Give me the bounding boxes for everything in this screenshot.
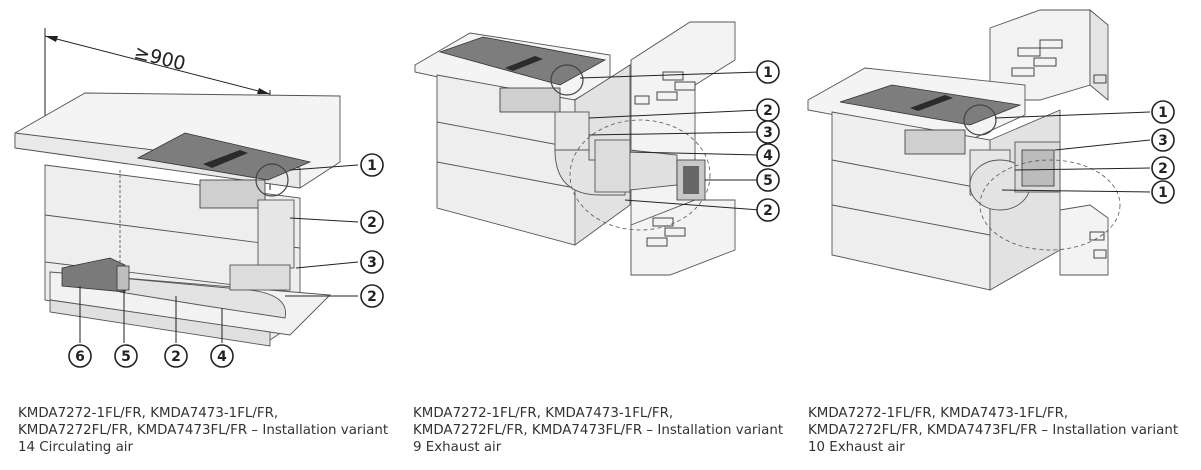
callout-3: 3 [1151,128,1175,152]
leader-3 [295,261,359,269]
motor-unit [904,129,966,155]
wall-bricks [634,71,696,247]
leader-2 [1014,167,1151,171]
callout-6: 6 [68,344,92,368]
connector-piece [116,265,130,291]
wall-opening [979,159,1121,251]
fan-ring [550,64,584,96]
vertical-duct [257,199,295,269]
callout-3: 3 [756,120,780,144]
caption-variant-14: KMDA7272-1FL/FR, KMDA7473-1FL/FR, KMDA72… [18,406,389,455]
cooktop-vent [910,95,953,111]
leader-3 [588,131,761,136]
drawer-line-1 [831,159,991,191]
cooktop-vent [203,150,248,168]
drawer-line-2 [436,161,576,189]
callout-2: 2 [360,210,384,234]
svg-text:5: 5 [121,349,131,365]
svg-text:3: 3 [763,125,773,141]
leader-2a [289,217,359,223]
svg-text:3: 3 [1158,133,1168,149]
wall-bricks [1011,39,1107,259]
leader-1 [289,164,359,171]
motor-unit [199,179,266,209]
svg-text:4: 4 [217,349,227,365]
callout-4: 4 [210,344,234,368]
svg-text:1: 1 [1158,105,1168,121]
svg-text:2: 2 [763,103,773,119]
wall-opening [569,119,711,231]
callout-1: 1 [756,60,780,84]
wall-flange [1021,149,1055,187]
svg-text:2: 2 [367,215,377,231]
cooktop-vent [505,56,543,71]
installation-drawing-1: ≥900 1 2 3 2 [14,28,384,368]
svg-text:2: 2 [367,289,377,305]
callout-1: 1 [1151,100,1175,124]
wall-upper-side [1089,9,1109,101]
duct-adapter [594,139,631,193]
dimension-line [44,35,271,95]
installation-drawing-2: 1 2 3 4 5 2 [414,21,780,276]
drawer-line-2 [831,204,991,236]
horizontal-duct [119,277,286,319]
leader-2a [588,109,761,119]
caption-variant-10: KMDA7272-1FL/FR, KMDA7473-1FL/FR, KMDA72… [808,406,1179,455]
diagram-panel-1: ≥900 1 2 3 2 [0,0,395,470]
dimension-arrow-right [257,88,270,94]
svg-text:2: 2 [171,349,181,365]
leader-1 [579,71,761,79]
callout-5: 5 [756,168,780,192]
plinth-edge [49,299,271,347]
callout-2: 2 [360,284,384,308]
svg-text:1: 1 [367,158,377,174]
dimension-label: ≥900 [132,41,188,75]
wall-sleeve [629,149,678,191]
wall-grille-mesh [683,166,699,194]
diagram-panel-2: 1 2 3 4 5 2 KMDA7272-1FL/FR, KMDA7473-1F… [395,0,790,470]
callout-2: 2 [164,344,188,368]
svg-text:1: 1 [1158,185,1168,201]
leader-4 [629,151,761,156]
svg-text:2: 2 [1158,161,1168,177]
svg-text:4: 4 [763,148,773,164]
leader-1b [1001,189,1151,193]
leader-1a [994,111,1151,119]
installation-drawing-3: 1 3 2 1 [807,9,1175,291]
svg-text:6: 6 [75,349,85,365]
callout-2: 2 [756,198,780,222]
fan-ring [963,104,997,136]
fan-ring [255,163,289,197]
dimension-arrow-left [45,36,58,42]
svg-text:5: 5 [763,173,773,189]
callout-1: 1 [360,153,384,177]
vertical-duct [554,111,590,153]
callout-5: 5 [114,344,138,368]
drawer-line-1 [436,121,576,149]
motor-unit [499,87,561,113]
leader-2b [624,199,761,211]
callout-1: 1 [1151,180,1175,204]
callout-2: 2 [1151,156,1175,180]
drawer-line-1 [44,214,301,249]
callout-3: 3 [360,250,384,274]
duct-bend [229,264,291,291]
diagram-panel-3: 1 3 2 1 KMDA7272-1FL/FR, KMDA7473-1FL/FR… [790,0,1185,470]
leader-3 [1054,139,1151,151]
svg-text:2: 2 [763,203,773,219]
callout-4: 4 [756,143,780,167]
callout-2: 2 [756,98,780,122]
svg-text:1: 1 [763,65,773,81]
caption-variant-9: KMDA7272-1FL/FR, KMDA7473-1FL/FR, KMDA72… [413,406,784,455]
svg-text:3: 3 [367,255,377,271]
